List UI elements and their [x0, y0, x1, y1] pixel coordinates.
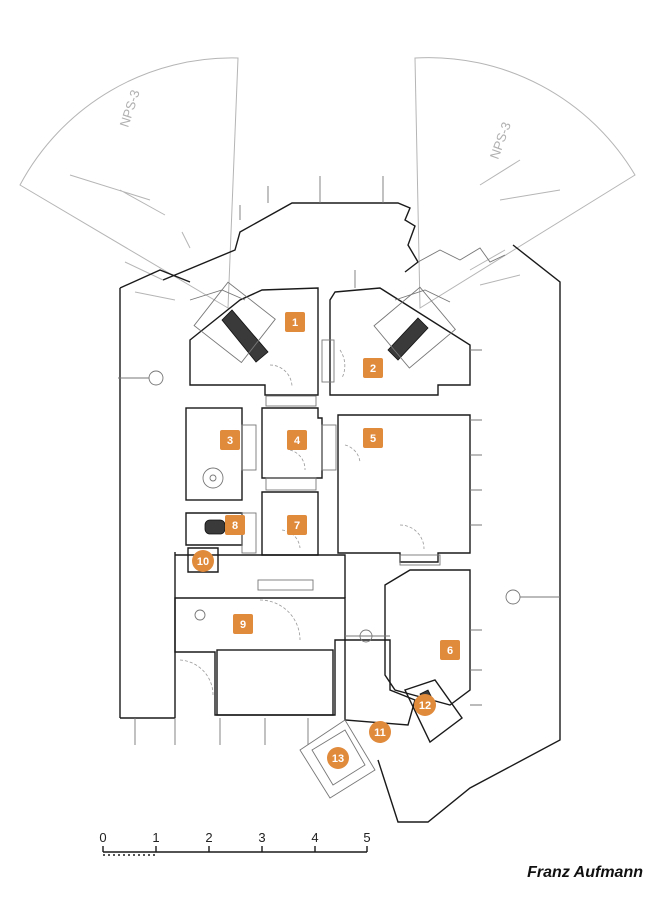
- door-frames: [241, 339, 441, 591]
- room-markers-circle: 10 11 12 13: [192, 550, 436, 769]
- room-number: 4: [294, 435, 301, 447]
- gun-right: [373, 286, 456, 369]
- scale-tick-5: 5: [363, 830, 370, 845]
- room-markers-square: 1 2 3 4 5 6 7 8 9: [220, 312, 460, 660]
- room-number: 10: [197, 556, 209, 568]
- scale-tick-2: 2: [205, 830, 212, 845]
- scale-tick-3: 3: [258, 830, 265, 845]
- room-marker-9[interactable]: 9: [233, 614, 253, 634]
- firing-sector-left: NPS-3: [19, 57, 239, 309]
- room-marker-6[interactable]: 6: [440, 640, 460, 660]
- room-number: 3: [227, 435, 233, 447]
- outer-outline: [119, 202, 561, 823]
- room-marker-12[interactable]: 12: [414, 694, 436, 716]
- room-marker-13[interactable]: 13: [327, 747, 349, 769]
- walls: [174, 287, 471, 799]
- scale-tick-4: 4: [311, 830, 318, 845]
- room-marker-1[interactable]: 1: [285, 312, 305, 332]
- room-number: 2: [370, 363, 376, 375]
- room-marker-5[interactable]: 5: [363, 428, 383, 448]
- scale-bar: 0 1 2 3 4 5: [99, 830, 371, 856]
- room-number: 13: [332, 753, 344, 765]
- room-marker-10[interactable]: 10: [192, 550, 214, 572]
- scale-tick-0: 0: [99, 830, 106, 845]
- room-number: 9: [240, 619, 246, 631]
- room-number: 7: [294, 520, 300, 532]
- firing-sector-right: NPS-3: [414, 57, 636, 309]
- gun-left: [189, 281, 276, 364]
- room-marker-7[interactable]: 7: [287, 515, 307, 535]
- room-number: 11: [374, 727, 386, 739]
- room-marker-2[interactable]: 2: [363, 358, 383, 378]
- room-marker-8[interactable]: 8: [225, 515, 245, 535]
- room-number: 8: [232, 520, 238, 532]
- room-number: 6: [447, 645, 453, 657]
- door-swings: [179, 349, 425, 696]
- room-marker-4[interactable]: 4: [287, 430, 307, 450]
- firing-sector-left-label: NPS-3: [117, 88, 143, 129]
- room-number: 5: [370, 433, 376, 445]
- room-number: 12: [419, 700, 431, 712]
- perimeter-stubs: [134, 176, 482, 745]
- firing-sector-right-label: NPS-3: [487, 120, 514, 161]
- author-credit: Franz Aufmann: [527, 864, 643, 881]
- room-marker-3[interactable]: 3: [220, 430, 240, 450]
- room-number: 1: [292, 317, 298, 329]
- room-marker-11[interactable]: 11: [369, 721, 391, 743]
- scale-tick-1: 1: [152, 830, 159, 845]
